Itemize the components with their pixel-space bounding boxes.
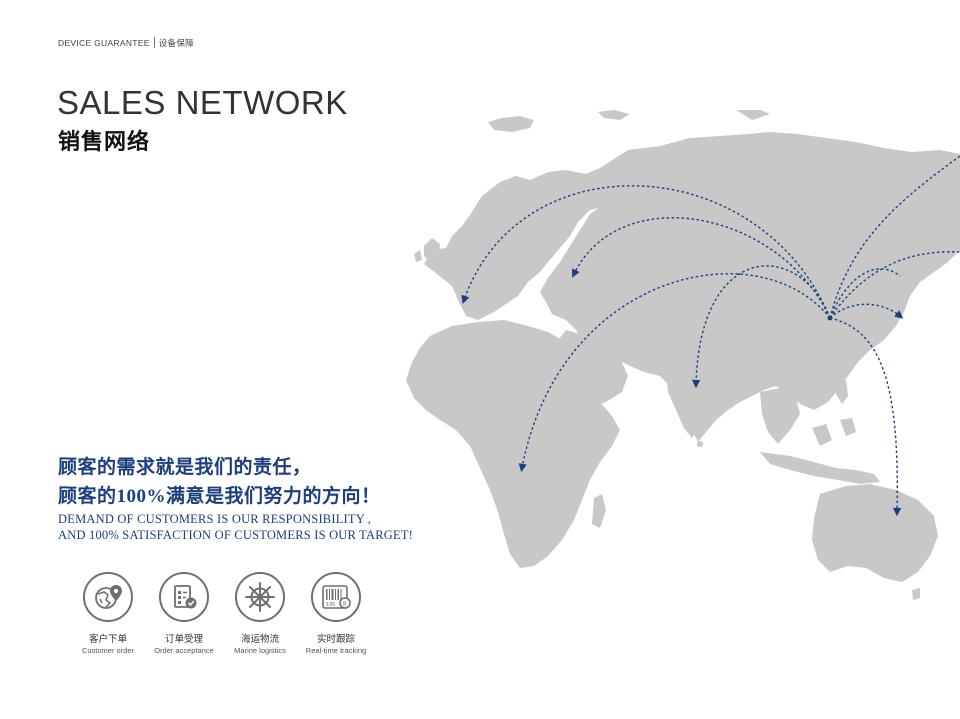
step-label-en: Order acceptance: [154, 646, 214, 655]
british-isles: [414, 238, 440, 262]
arctic-islands: [488, 110, 770, 132]
barcode-number: 195: [326, 602, 335, 608]
step-label-cn: 海运物流: [240, 634, 279, 645]
asia: [540, 132, 960, 442]
route-to-russia: [572, 217, 831, 319]
route-to-india: [691, 265, 831, 389]
step-label-cn: 订单受理: [164, 634, 203, 645]
section-label-divider: [153, 37, 155, 48]
madagascar: [592, 494, 606, 528]
indonesia: [760, 418, 880, 484]
step-label-en: Real-time tracking: [305, 646, 367, 655]
route-to-africa: [518, 273, 831, 473]
step-real-time-tracking: 195 8 实时跟踪 Real-time tracking: [298, 572, 374, 655]
africa: [406, 320, 620, 568]
world-map: [406, 110, 960, 600]
service-steps: 客户下单 Customer order 订单受理 Order acceptanc…: [70, 572, 374, 655]
origin-point: [827, 315, 833, 321]
australia: [812, 484, 938, 582]
step-order-acceptance: 订单受理 Order acceptance: [146, 572, 222, 655]
slogan-cn-line2: 顾客的100%满意是我们努力的方向！: [58, 486, 381, 507]
step-customer-order: 客户下单 Customer order: [70, 572, 146, 655]
page-title-cn: 销售网络: [58, 129, 151, 154]
route-to-north-asia: [829, 155, 960, 319]
section-label-en: DEVICE GUARANTEE: [58, 38, 150, 48]
taiwan: [842, 358, 848, 370]
step-label-cn: 实时跟踪: [316, 634, 355, 645]
route-to-northeast-asia: [829, 251, 960, 319]
svg-text:8: 8: [343, 601, 347, 608]
step-label-en: Marine logistics: [234, 646, 286, 655]
ship-wheel-icon: [235, 572, 285, 622]
shipping-routes: [461, 155, 960, 517]
landmass: [406, 110, 960, 600]
philippines: [836, 380, 848, 404]
slogan-en-line2: AND 100% SATISFACTION OF CUSTOMERS IS OU…: [58, 528, 414, 542]
europe: [424, 160, 644, 320]
slogan-en-line1: DEMAND OF CUSTOMERS IS OUR RESPONSIBILIT…: [58, 512, 372, 526]
globe-location-icon: [83, 572, 133, 622]
page-title-en: SALES NETWORK: [57, 84, 348, 121]
route-to-korea: [829, 268, 901, 319]
step-marine-logistics: 海运物流 Marine logistics: [222, 572, 298, 655]
india: [666, 366, 716, 438]
section-label: DEVICE GUARANTEE 设备保障: [58, 37, 194, 49]
slogan-cn-line1: 顾客的需求就是我们的责任，: [58, 457, 312, 478]
barcode-icon: 195 8: [311, 572, 361, 622]
japan: [882, 258, 908, 318]
tasmania: [912, 588, 920, 600]
step-label-cn: 客户下单: [88, 634, 127, 645]
section-label-cn: 设备保障: [158, 38, 194, 48]
sri-lanka: [697, 441, 703, 447]
indochina: [760, 388, 800, 444]
step-label-en: Customer order: [81, 646, 135, 655]
route-to-australia: [829, 317, 902, 517]
checklist-icon: [159, 572, 209, 622]
